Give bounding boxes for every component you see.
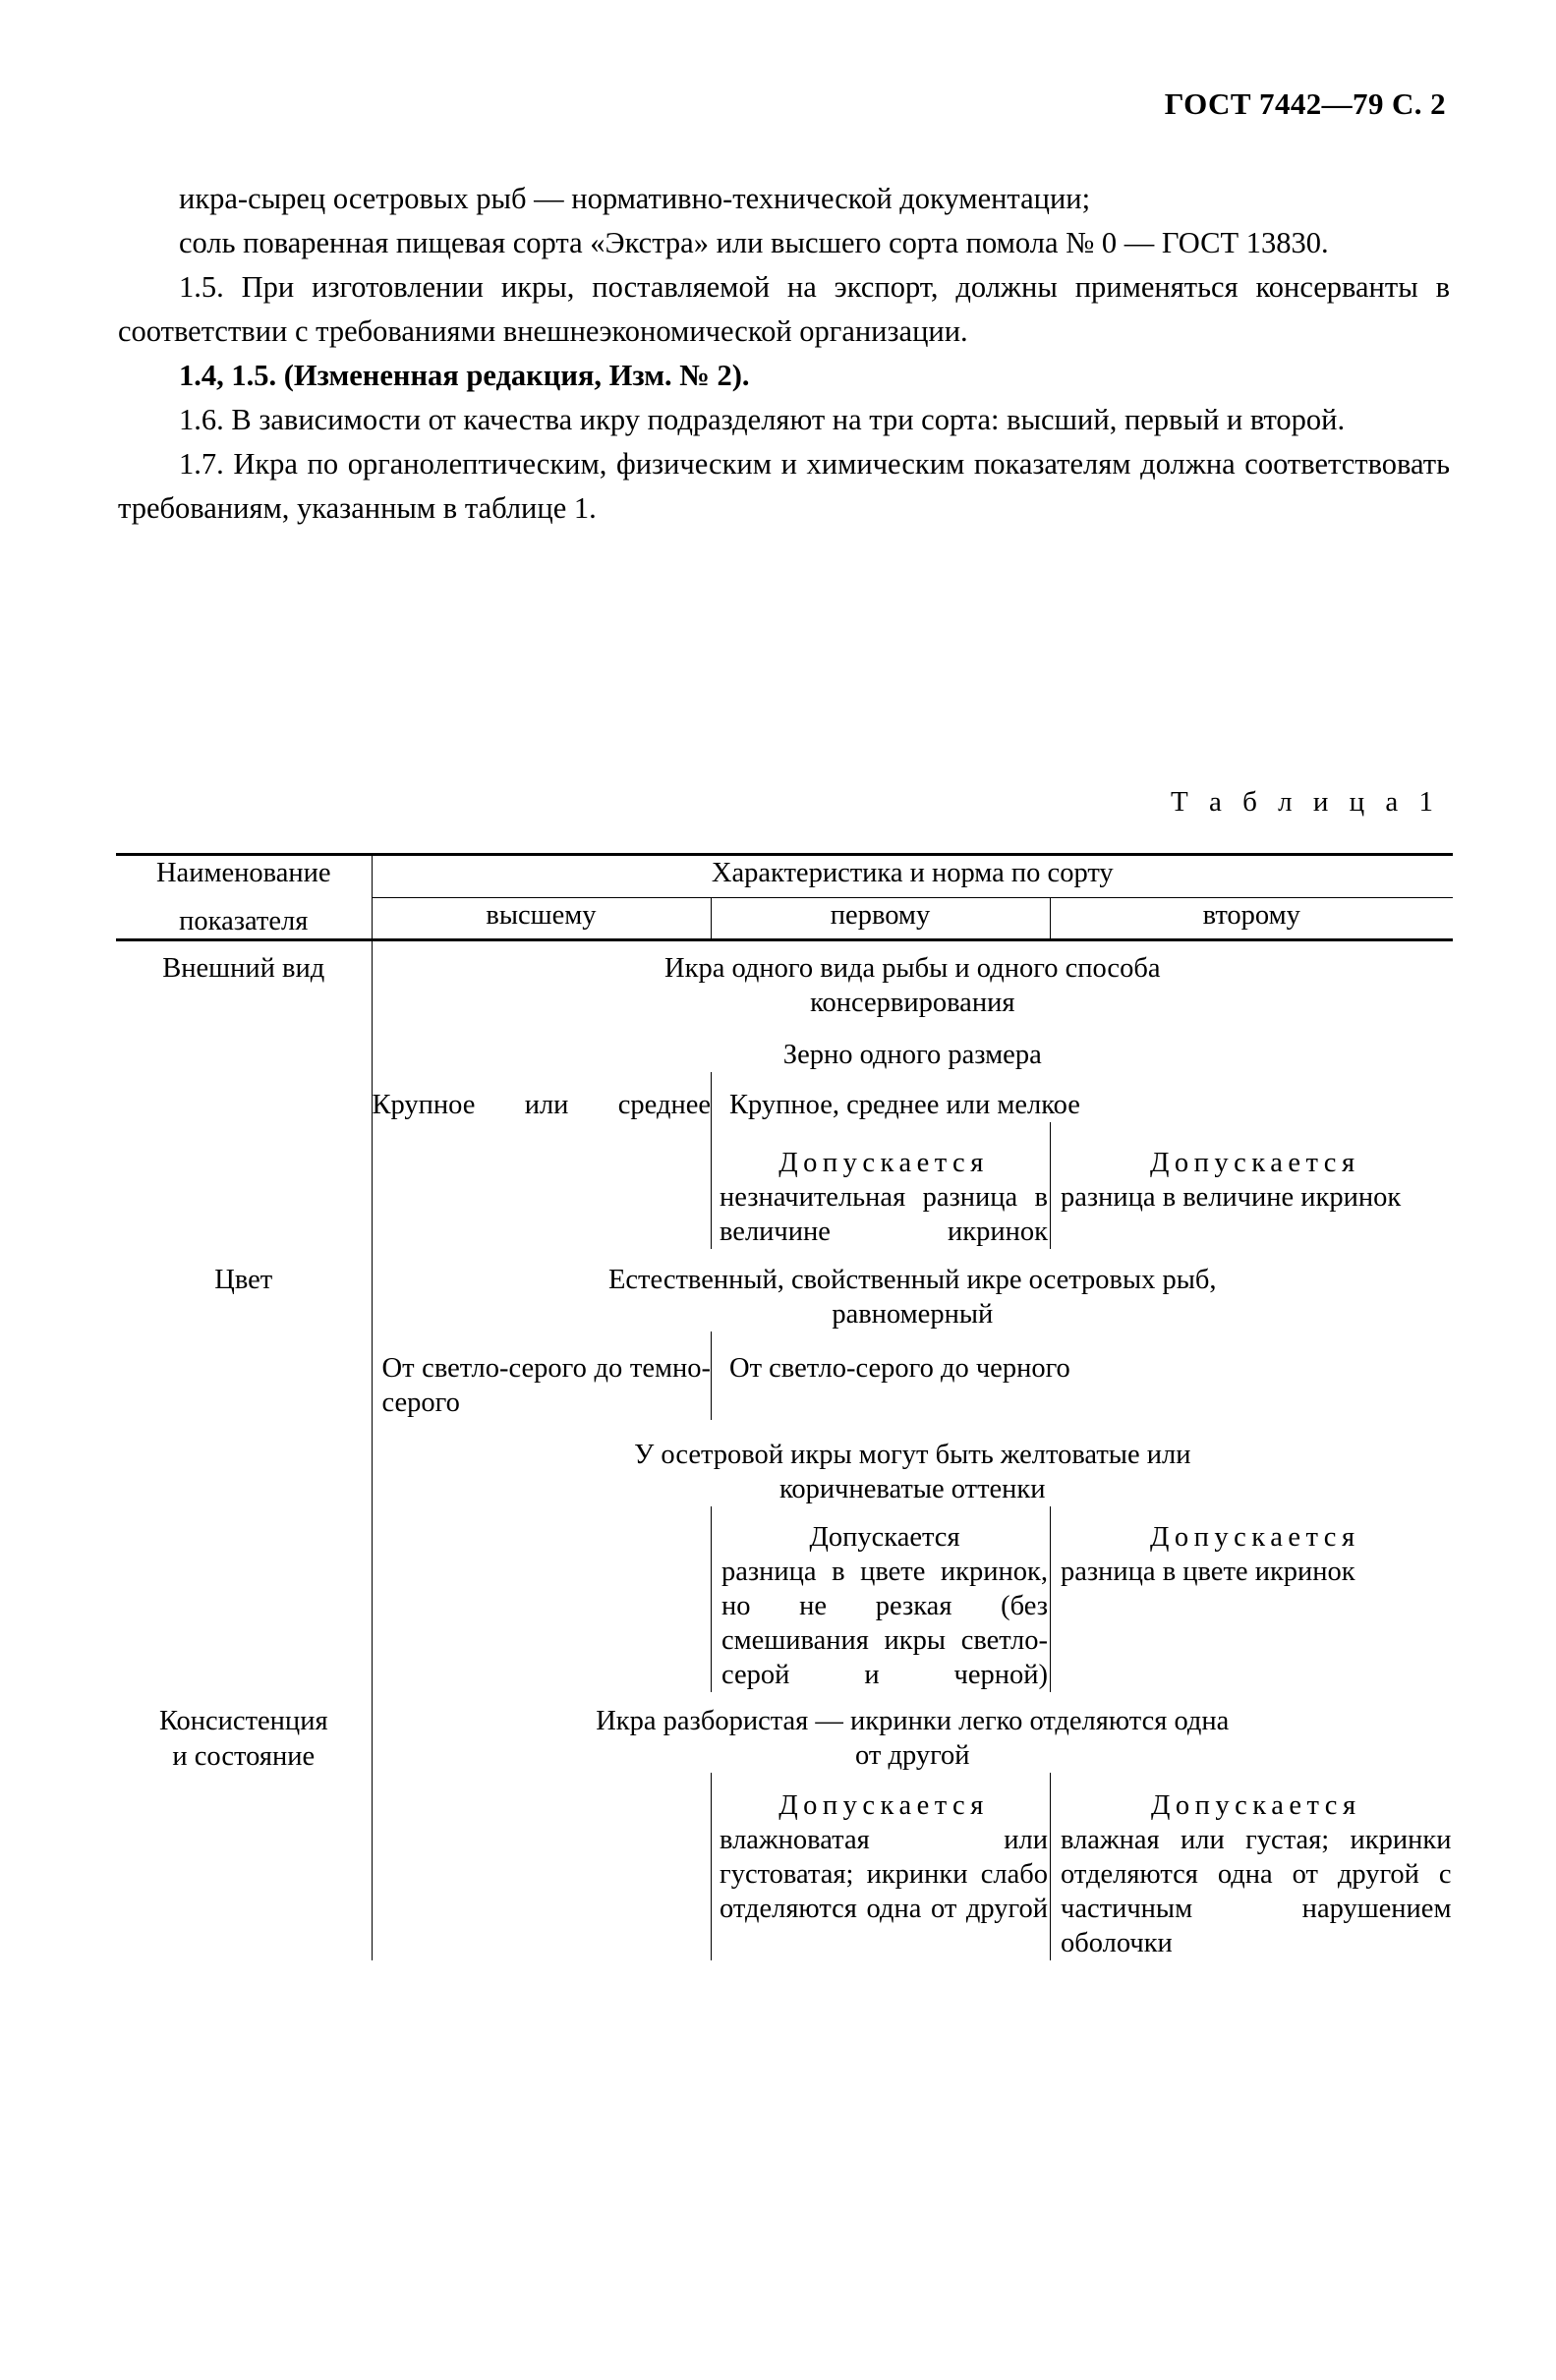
row-label-external-appearance: Внешний вид bbox=[116, 940, 372, 1250]
consistency-first-tolerance: Допускается влажноватая или густоватая; … bbox=[711, 1773, 1051, 1960]
header-cell-grade-high: высшему bbox=[371, 897, 711, 941]
row-label-color-text: Цвет bbox=[214, 1265, 273, 1295]
consistency-loose-line2: от другой bbox=[854, 1740, 970, 1771]
appearance-high-size-text: Крупное или среднее bbox=[372, 1090, 712, 1120]
appearance-first-second-size-text: Крупное, среднее или мелкое bbox=[729, 1090, 1080, 1120]
consistency-high-tolerance-empty bbox=[373, 1773, 712, 1960]
header-group-title-text: Характеристика и норма по сорту bbox=[711, 858, 1114, 888]
consistency-loose-line1: Икра разбористая — икринки легко отделяю… bbox=[596, 1706, 1230, 1736]
consistency-first-tolerance-head: Допускается bbox=[778, 1790, 989, 1821]
row-label-external-appearance-text: Внешний вид bbox=[162, 953, 325, 984]
page-header-standard-number: ГОСТ 7442—79 С. 2 bbox=[1164, 86, 1446, 121]
row-content-consistency: Икра разбористая — икринки легко отделяю… bbox=[371, 1692, 1454, 1960]
header-indicator-name-line2: показателя bbox=[179, 906, 309, 936]
color-first-tolerance-body: разница в цвете икринок, но не резкая (б… bbox=[721, 1557, 1048, 1690]
paragraph-clause-1-7: 1.7. Икра по органолептическим, физическ… bbox=[118, 447, 1450, 525]
table-1: Наименование показателя Характеристика и… bbox=[116, 853, 1454, 1960]
appearance-high-tolerance-empty bbox=[373, 1122, 712, 1249]
header-indicator-name-line1: Наименование bbox=[155, 858, 331, 888]
header-grade-second-text: второму bbox=[1202, 899, 1300, 931]
header-cell-group-title: Характеристика и норма по сорту bbox=[371, 853, 1454, 898]
header-cell-grade-first: первому bbox=[710, 897, 1050, 941]
appearance-second-tolerance-head: Допускается bbox=[1149, 1148, 1360, 1178]
paragraph-clause-1-6: 1.6. В зависимости от качества икру подр… bbox=[179, 403, 1346, 436]
color-second-tolerance-body: разница в цвете икринок bbox=[1061, 1557, 1355, 1587]
appearance-first-tolerance-head: Допускается bbox=[778, 1148, 989, 1178]
appearance-second-tolerance-body: разница в величине икринок bbox=[1061, 1182, 1402, 1213]
color-first-tolerance: Допускается разница в цвете икринок, но … bbox=[711, 1506, 1051, 1692]
table-header-row-group: Наименование показателя Характеристика и… bbox=[116, 853, 1454, 941]
consistency-second-tolerance-head: Допускается bbox=[1150, 1790, 1361, 1821]
row-content-external-appearance: Икра одного вида рыбы и одного способа к… bbox=[371, 939, 1454, 1249]
appearance-species-line2: консервирования bbox=[810, 988, 1015, 1018]
row-label-consistency-line1: Консистенция bbox=[158, 1706, 328, 1736]
consistency-first-tolerance-body: влажноватая или густоватая; икринки слаб… bbox=[720, 1825, 1048, 1924]
table-row-color: Цвет Естественный, свойственный икре осе… bbox=[116, 1249, 1454, 1692]
color-natural-line1: Естественный, свойственный икре осетровы… bbox=[607, 1265, 1217, 1295]
color-natural-line2: равномерный bbox=[832, 1299, 994, 1330]
characteristics-table: Наименование показателя Характеристика и… bbox=[116, 853, 1454, 1960]
table-row-external-appearance: Внешний вид Икра одного вида рыбы и одно… bbox=[116, 939, 1454, 1250]
appearance-first-tolerance-body: незначительная разница в величине икрино… bbox=[720, 1182, 1048, 1247]
color-second-tolerance-head: Допускается bbox=[1149, 1522, 1360, 1553]
color-high-range-text: От светло-серого до темно- серого bbox=[381, 1353, 712, 1418]
block-consistency-loose: Икра разбористая — икринки легко отделяю… bbox=[373, 1692, 1454, 1773]
table-caption: Т а б л и ц а 1 bbox=[1171, 786, 1440, 818]
color-shades-line1: У осетровой икры могут быть желтоватые и… bbox=[634, 1440, 1191, 1470]
color-second-tolerance: Допускается разница в цвете икринок bbox=[1050, 1506, 1454, 1692]
color-shades-line2: коричневатые оттенки bbox=[778, 1474, 1046, 1504]
row-label-consistency-line2: и состояние bbox=[172, 1741, 316, 1772]
color-high-range: От светло-серого до темно- серого bbox=[373, 1332, 712, 1420]
appearance-grain-size: Зерно одного размера bbox=[782, 1040, 1042, 1070]
color-first-second-range-text: От светло-серого до черного bbox=[729, 1353, 1070, 1384]
color-high-tolerance-empty bbox=[373, 1506, 712, 1692]
table-header-row-grades: высшему первому второму bbox=[116, 897, 1454, 941]
appearance-first-second-size: Крупное, среднее или мелкое bbox=[711, 1072, 1454, 1122]
body-text-block: икра-сырец осетровых рыб — нормативно-те… bbox=[118, 177, 1450, 531]
paragraph-sol: соль поваренная пищевая сорта «Экстра» и… bbox=[179, 226, 1329, 259]
consistency-second-tolerance-body: влажная или густая; икринки отделяются о… bbox=[1061, 1825, 1452, 1958]
paragraph-clause-1-4-1-5-revision: 1.4, 1.5. (Измененная редакция, Изм. № 2… bbox=[179, 359, 750, 392]
consistency-second-tolerance: Допускается влажная или густая; икринки … bbox=[1050, 1773, 1454, 1960]
paragraph-clause-1-5: 1.5. При изготовлении икры, поставляемой… bbox=[118, 270, 1450, 348]
row-label-color: Цвет bbox=[116, 1249, 372, 1692]
header-cell-indicator-name: Наименование показателя bbox=[116, 853, 372, 941]
color-first-tolerance-head: Допускается bbox=[809, 1522, 960, 1553]
appearance-first-tolerance: Допускается незначительная разница в вел… bbox=[711, 1122, 1051, 1249]
block-color-natural: Естественный, свойственный икре осетровы… bbox=[373, 1249, 1454, 1332]
color-first-second-range: От светло-серого до черного bbox=[711, 1332, 1454, 1420]
appearance-species-line1: Икра одного вида рыбы и одного способа bbox=[664, 953, 1161, 984]
appearance-second-tolerance: Допускается разница в величине икринок bbox=[1050, 1122, 1454, 1249]
block-color-shades: У осетровой икры могут быть желтоватые и… bbox=[373, 1420, 1454, 1506]
paragraph-ikra-syrec: икра-сырец осетровых рыб — нормативно-те… bbox=[179, 182, 1091, 215]
row-content-color: Естественный, свойственный икре осетровы… bbox=[371, 1249, 1454, 1692]
header-grade-first-text: первому bbox=[830, 899, 931, 931]
table-row-consistency: Консистенция и состояние Икра разбориста… bbox=[116, 1692, 1454, 1960]
header-cell-grade-second: второму bbox=[1049, 897, 1454, 941]
row-label-consistency: Консистенция и состояние bbox=[116, 1692, 372, 1960]
block-appearance-species: Икра одного вида рыбы и одного способа к… bbox=[373, 941, 1454, 1072]
appearance-high-size: Крупное или среднее bbox=[373, 1072, 712, 1122]
header-grade-high-text: высшему bbox=[486, 899, 597, 931]
